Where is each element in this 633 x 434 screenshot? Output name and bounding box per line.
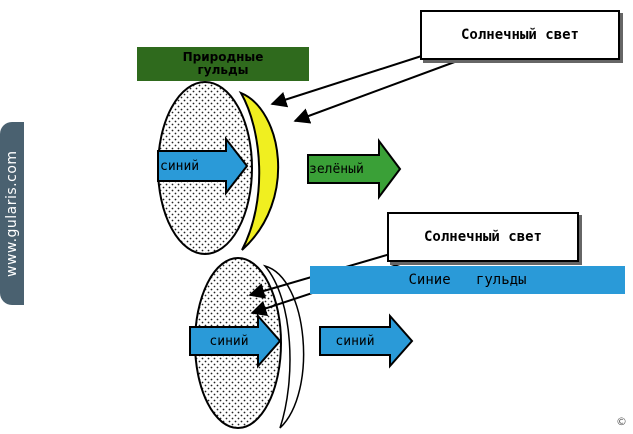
bottom-outer-arrow: [319, 313, 414, 369]
bottom-sunlight-label: Солнечный свет: [423, 229, 542, 245]
top-outer-arrow-label: зелёный: [309, 161, 364, 177]
top-outer-arrow-label-box: зелёный: [309, 159, 401, 179]
bottom-inner-arrow-label: синий: [209, 333, 249, 349]
top-sunlight-box: Солнечный свет: [420, 10, 620, 60]
watermark-tab: www.gularis.com: [0, 122, 24, 305]
copyright-mark: ©: [616, 415, 627, 428]
top-inner-arrow-label: синий: [160, 158, 200, 174]
bottom-inner-arrow: [189, 313, 282, 369]
top-outer-layer: [238, 90, 280, 251]
top-sunlight-ray-1: [270, 51, 435, 108]
top-sunlight-ray-2: [293, 59, 461, 124]
bottom-outer-arrow-label: синий: [335, 333, 375, 349]
bottom-inner-arrow-label-box: синий: [198, 331, 260, 351]
watermark-text: www.gularis.com: [4, 150, 20, 277]
bottom-sunlight-box: Солнечный свет: [387, 212, 579, 262]
top-inner-arrow: [157, 136, 249, 196]
top-sunlight-label: Солнечный свет: [460, 27, 579, 43]
top-outer-arrow: [307, 138, 402, 200]
top-title: Природные гульды: [182, 50, 264, 77]
top-inner-arrow-label-box: синий: [160, 156, 224, 176]
bottom-title: Синие гульды: [408, 272, 527, 288]
bottom-outer-arrow-label-box: синий: [322, 331, 388, 351]
bottom-title-box: Синие гульды: [310, 266, 625, 294]
top-title-box: Природные гульды: [137, 47, 309, 81]
